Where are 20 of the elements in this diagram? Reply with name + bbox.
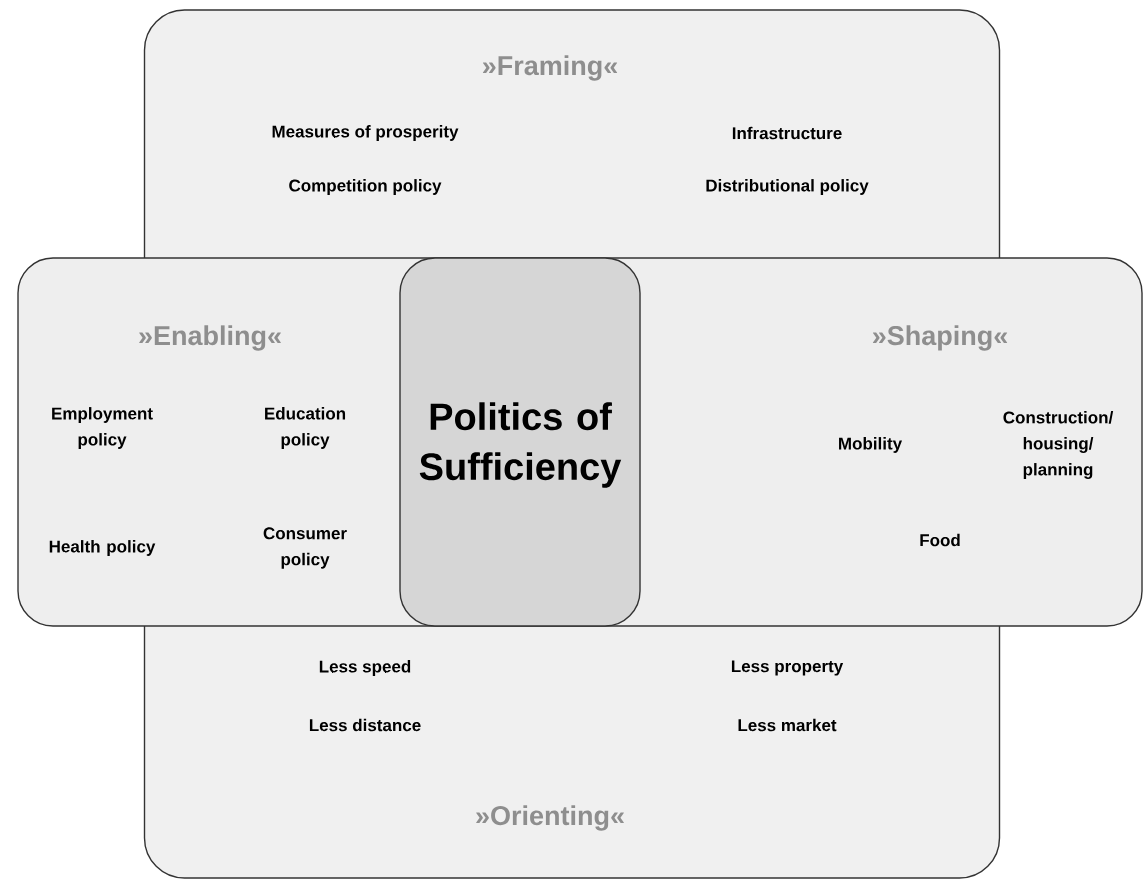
policy-item: Consumer policy [263,527,347,569]
policy-item: Less market [738,718,837,732]
policy-item: Food [920,533,960,547]
policy-item: Distributional policy [706,179,869,195]
category-heading: »Framing« [482,55,618,81]
policy-item: Education policy [265,407,346,449]
category-heading: »Orienting« [476,805,624,831]
central-title: Politics of Sufficiency [419,402,622,488]
policy-item: Health policy [49,540,156,556]
policy-item: Measures of prosperity [272,125,459,141]
policy-item: Less speed [319,660,411,676]
policy-item: Less distance [309,718,421,732]
policy-item: Mobility [839,437,903,453]
policy-item: Less property [731,660,844,676]
category-heading: »Enabling« [139,325,281,351]
policy-item: Construction/ housing/ planning [1003,411,1114,479]
category-heading: »Shaping« [872,325,1008,351]
policy-item: Competition policy [289,179,442,195]
policy-item: Infrastructure [732,126,842,140]
policy-item: Employment policy [52,407,153,449]
